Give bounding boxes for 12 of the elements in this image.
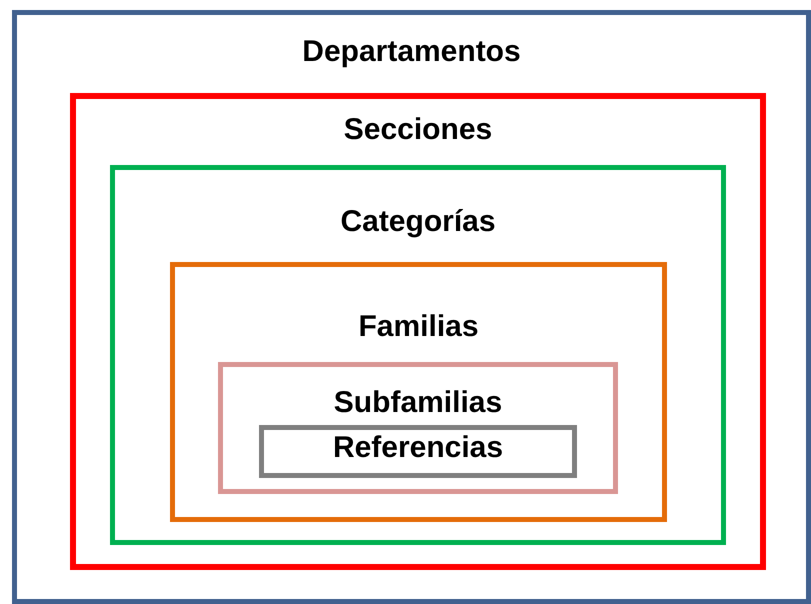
box-title: Subfamilias <box>332 386 504 420</box>
nested-box <box>218 362 618 494</box>
nested-box <box>259 425 577 478</box>
box-title: Familias <box>357 310 480 344</box>
nested-box <box>12 10 811 604</box>
box-title: Categorías <box>339 205 497 239</box>
box-title: Secciones <box>342 113 494 147</box>
box-title: Departamentos <box>301 35 522 69</box>
nested-box <box>170 262 667 522</box>
nested-box <box>110 165 726 545</box>
nested-box <box>70 93 766 570</box>
box-title: Referencias <box>332 431 504 465</box>
